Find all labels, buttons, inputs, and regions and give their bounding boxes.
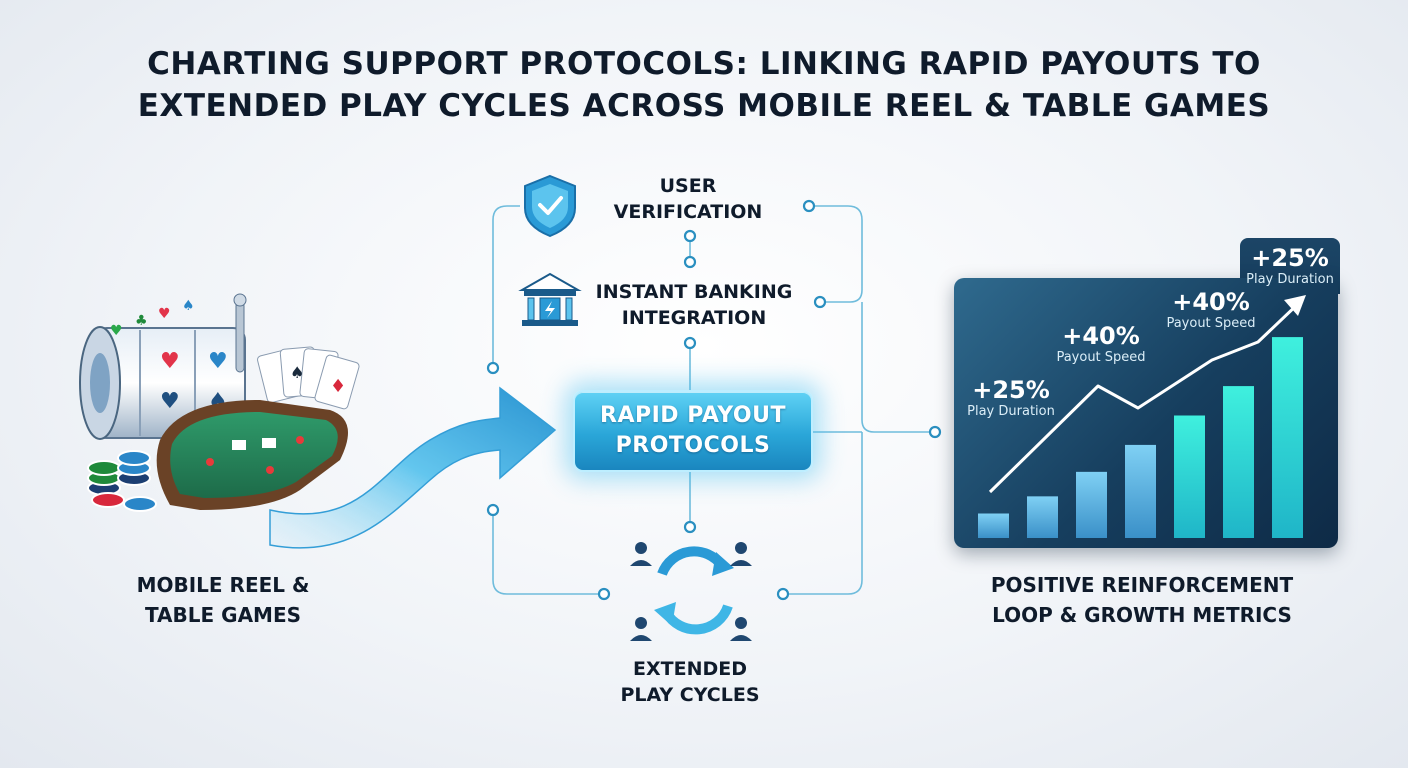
playing-cards-icon: ♦ ♠: [257, 346, 360, 410]
metric-2-value: +40%: [1062, 322, 1140, 350]
chart-bar-2: [1027, 496, 1058, 538]
poker-table-icon: [156, 400, 348, 510]
svg-text:♥: ♥: [158, 306, 171, 322]
svg-text:♠: ♠: [290, 363, 304, 382]
bank-icon: [518, 272, 582, 326]
left-caption-line-2: TABLE GAMES: [144, 603, 302, 627]
metric-2-label: Payout Speed: [1056, 350, 1146, 365]
svg-text:♦: ♦: [330, 376, 346, 397]
rapid-payout-protocols-box: RAPID PAYOUT PROTOCOLS: [573, 390, 813, 472]
instant-banking-label: INSTANT BANKING INTEGRATION: [584, 279, 804, 331]
svg-text:♥: ♥: [208, 349, 228, 374]
svg-text:♠: ♠: [182, 298, 195, 314]
chart-bar-3: [1076, 471, 1107, 538]
trend-arrow-head: [1284, 295, 1306, 316]
metric-1-value: +25%: [972, 376, 1050, 404]
title-line-2: EXTENDED PLAY CYCLES ACROSS MOBILE REEL …: [137, 88, 1271, 124]
metric-2: +40% Payout Speed: [1046, 322, 1156, 366]
extended-play-cycles-label: EXTENDED PLAY CYCLES: [590, 656, 790, 708]
metric-1: +25% Play Duration: [958, 376, 1064, 420]
banking-line-2: INTEGRATION: [621, 307, 767, 329]
metric-3: +40% Payout Speed: [1156, 288, 1266, 332]
center-line-1: RAPID PAYOUT: [600, 403, 786, 428]
metric-4: +25% Play Duration: [1240, 244, 1340, 288]
banking-line-1: INSTANT BANKING: [595, 281, 793, 303]
cycles-line-1: EXTENDED: [633, 658, 747, 680]
center-line-2: PROTOCOLS: [615, 433, 771, 458]
chart-bar-4: [1125, 444, 1156, 538]
metric-4-value: +25%: [1251, 244, 1329, 272]
connector-nodes: [486, 199, 942, 601]
svg-text:♣: ♣: [135, 313, 148, 329]
chart-bar-5: [1174, 415, 1205, 538]
chart-bar-1: [978, 513, 1009, 538]
trend-line: [988, 295, 1306, 494]
shield-check-icon: [524, 174, 576, 238]
connector-lines: [492, 205, 933, 595]
chart-bar-7: [1272, 337, 1303, 538]
chart-bars: [978, 337, 1303, 538]
right-caption-line-1: POSITIVE REINFORCEMENT: [990, 573, 1294, 597]
svg-text:♥: ♥: [160, 389, 180, 414]
left-caption: MOBILE REEL & TABLE GAMES: [110, 570, 336, 630]
flow-arrow: [269, 386, 557, 549]
left-caption-line-1: MOBILE REEL &: [136, 573, 310, 597]
cycle-users-icon: [630, 542, 752, 641]
svg-text:♥: ♥: [160, 349, 180, 374]
title-line-1: CHARTING SUPPORT PROTOCOLS: LINKING RAPI…: [147, 46, 1261, 82]
verification-line-1: USER: [659, 175, 717, 197]
verification-line-2: VERIFICATION: [613, 201, 763, 223]
casino-chips-icon: [87, 450, 157, 512]
user-verification-label: USER VERIFICATION: [588, 173, 788, 225]
metric-1-label: Play Duration: [967, 404, 1055, 419]
cycles-line-2: PLAY CYCLES: [620, 684, 760, 706]
chart-bar-6: [1223, 386, 1254, 538]
right-caption: POSITIVE REINFORCEMENT LOOP & GROWTH MET…: [952, 570, 1332, 630]
metric-4-label: Play Duration: [1246, 272, 1334, 287]
svg-text:♥: ♥: [110, 323, 123, 339]
metric-3-label: Payout Speed: [1166, 316, 1256, 331]
metric-3-value: +40%: [1172, 288, 1250, 316]
right-caption-line-2: LOOP & GROWTH METRICS: [992, 603, 1292, 627]
